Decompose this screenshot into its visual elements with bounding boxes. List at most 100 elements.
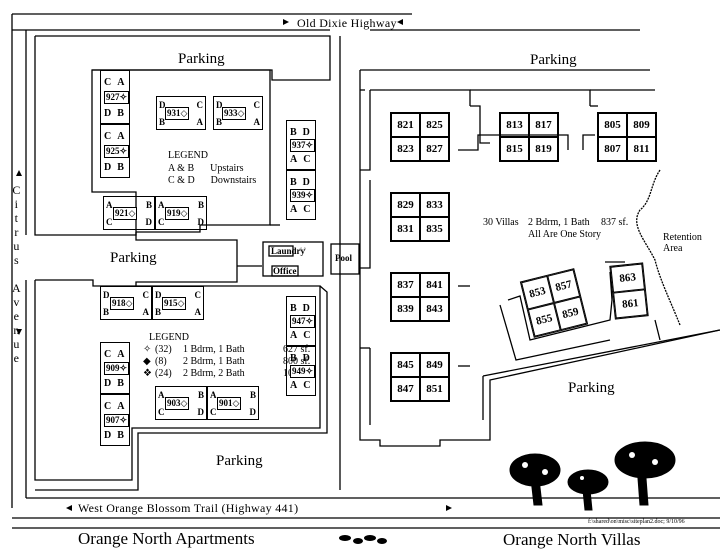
- villa-unit: 823: [391, 137, 420, 161]
- villa-unit: 849: [420, 353, 449, 377]
- unit-letter: D: [145, 217, 153, 227]
- unit-letter: A: [194, 307, 202, 317]
- unit-letter: C: [142, 290, 150, 300]
- villa-unit: 833: [420, 193, 449, 217]
- villa-unit: 817: [529, 113, 558, 137]
- villa-unit: 827: [420, 137, 449, 161]
- legend-type: 1 Bdrm, 1 Bath: [183, 344, 245, 355]
- unit-letter: BD: [290, 303, 316, 314]
- villa-unit: 811: [627, 137, 656, 161]
- road-west-char: n: [13, 323, 20, 337]
- unit-letter: A: [158, 390, 165, 400]
- villas-count: 30 Villas: [483, 217, 519, 228]
- unit-letter: C: [106, 217, 113, 227]
- unit-letter: AC: [290, 154, 317, 165]
- building-number: 925✧: [104, 145, 130, 158]
- legend-title: LEGEND: [168, 150, 208, 161]
- unit-letter: AC: [290, 204, 317, 215]
- villa-unit: 847: [391, 377, 420, 401]
- road-north-label: Old Dixie Highway: [297, 16, 397, 30]
- apartment-building: BD AC 947✧: [286, 296, 316, 346]
- legend-bottom: LEGEND ✧ (32) 1 Bdrm, 1 Bath 627 sf. ◆ (…: [143, 332, 323, 380]
- villa-unit: 813: [500, 113, 529, 137]
- building-number: 949✧: [290, 365, 316, 378]
- unit-letter: CA: [104, 349, 131, 360]
- building-number: 918◇: [110, 297, 135, 310]
- apartment-building: BD AC 949✧: [286, 346, 316, 396]
- unit-letter: BD: [290, 353, 316, 364]
- unit-letter: AC: [290, 380, 317, 391]
- villa-unit: 835: [420, 217, 449, 241]
- office-label: Office: [273, 266, 297, 276]
- building-number: 939✧: [290, 189, 316, 202]
- unit-letter: B: [145, 200, 152, 210]
- building-number: 909✧: [104, 362, 130, 375]
- legend-desc: Upstairs: [210, 163, 244, 174]
- legend-title: LEGEND: [149, 332, 189, 343]
- road-west-char: t: [14, 211, 18, 225]
- unit-letter: DB: [104, 430, 130, 441]
- road-west-char: i: [14, 197, 18, 211]
- unit-letter: D: [155, 290, 162, 300]
- unit-letter: CA: [104, 401, 131, 412]
- legend-row: ◆ (8) 2 Bdrm, 1 Bath 800 sf.: [143, 356, 323, 368]
- building-number: 915◇: [162, 297, 187, 310]
- unit-letter: B: [197, 200, 204, 210]
- villa-unit: 859: [554, 296, 587, 331]
- unit-letter: C: [158, 217, 165, 227]
- road-west-char: e: [13, 351, 19, 365]
- unit-letter: DB: [104, 108, 130, 119]
- legend-top: LEGEND A & B Upstairs C & D Downstairs: [168, 150, 256, 187]
- villa-unit: 837: [391, 273, 420, 297]
- unit-letter: C: [253, 100, 261, 110]
- road-west-char: C: [12, 183, 21, 197]
- laundry-icon: ♂♀: [298, 247, 307, 253]
- building-number: 947✧: [290, 315, 316, 328]
- unit-letter: B: [216, 117, 223, 127]
- villa-unit: 843: [420, 297, 449, 321]
- legend-size: 800 sf.: [283, 356, 311, 367]
- legend-desc: Downstairs: [210, 175, 257, 186]
- unit-letter: A: [142, 307, 150, 317]
- road-west-char: A: [12, 281, 21, 295]
- unit-letter: AC: [290, 330, 317, 341]
- unit-letter: CA: [104, 131, 131, 142]
- villa-unit: 807: [598, 137, 627, 161]
- villa-unit: 825: [420, 113, 449, 137]
- road-west-char: r: [14, 225, 19, 239]
- legend-units: C & D: [168, 175, 195, 186]
- building-number: 931◇: [165, 107, 190, 120]
- unit-letter: D: [103, 290, 110, 300]
- building-number: 903◇: [165, 397, 190, 410]
- villas-size: 837 sf.: [601, 217, 629, 228]
- building-number: 933◇: [222, 107, 247, 120]
- villa-unit: 851: [420, 377, 449, 401]
- unit-letter: BD: [290, 127, 316, 138]
- pool-label: Pool: [335, 253, 352, 263]
- footer-left-title: Orange North Apartments: [78, 529, 255, 548]
- retention-area-label: Retention Area: [663, 232, 702, 254]
- unit-letter: B: [249, 390, 256, 400]
- legend-count: (24): [155, 368, 172, 379]
- unit-letter: A: [210, 390, 217, 400]
- villa-unit: 815: [500, 137, 529, 161]
- building-number: 927✧: [104, 91, 130, 104]
- unit-letter: B: [159, 117, 166, 127]
